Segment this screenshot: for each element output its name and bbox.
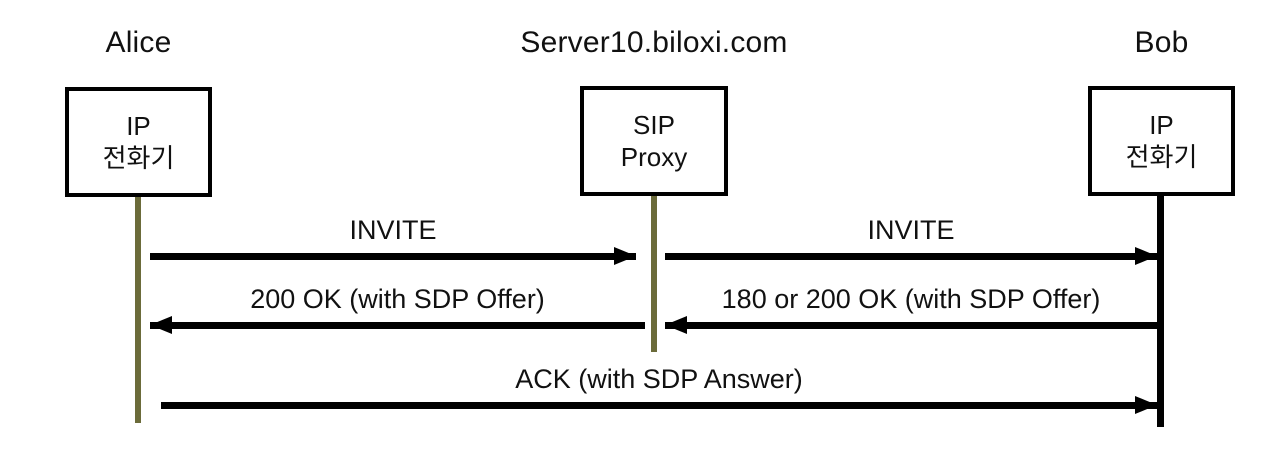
arrowhead-right-icon	[614, 247, 636, 265]
message-label: 200 OK (with SDP Offer)	[250, 284, 545, 314]
lifeline-alice	[135, 197, 141, 423]
message-label: 180 or 200 OK (with SDP Offer)	[721, 284, 1101, 314]
message-shaft	[665, 322, 1157, 329]
message-shaft	[665, 253, 1157, 260]
actor-box-proxy-line2: Proxy	[620, 142, 688, 172]
actor-box-alice-line1: IP	[126, 110, 151, 141]
arrowhead-right-icon	[1135, 247, 1157, 265]
actor-box-proxy: SIP Proxy	[580, 86, 728, 196]
arrowhead-right-icon	[1135, 396, 1157, 414]
actor-box-proxy-line1: SIP	[633, 109, 675, 140]
actor-box-bob-line1: IP	[1149, 109, 1174, 140]
message-shaft	[150, 322, 645, 329]
actor-title-bob: Bob	[1134, 26, 1189, 59]
actor-box-bob-line2: 전화기	[1125, 142, 1198, 172]
lifeline-bob	[1157, 196, 1164, 427]
actor-box-bob: IP 전화기	[1088, 86, 1235, 196]
actor-box-alice-line2: 전화기	[102, 143, 175, 173]
message-label: ACK (with SDP Answer)	[515, 364, 803, 394]
arrowhead-left-icon	[665, 316, 687, 334]
message-label: INVITE	[349, 215, 437, 245]
lifeline-proxy	[651, 196, 657, 352]
actor-title-proxy: Server10.biloxi.com	[520, 26, 788, 59]
arrowhead-left-icon	[150, 316, 172, 334]
message-shaft	[150, 253, 636, 260]
actor-box-alice: IP 전화기	[65, 87, 212, 197]
message-shaft	[161, 402, 1157, 409]
actor-title-alice: Alice	[105, 26, 172, 59]
message-label: INVITE	[867, 215, 955, 245]
